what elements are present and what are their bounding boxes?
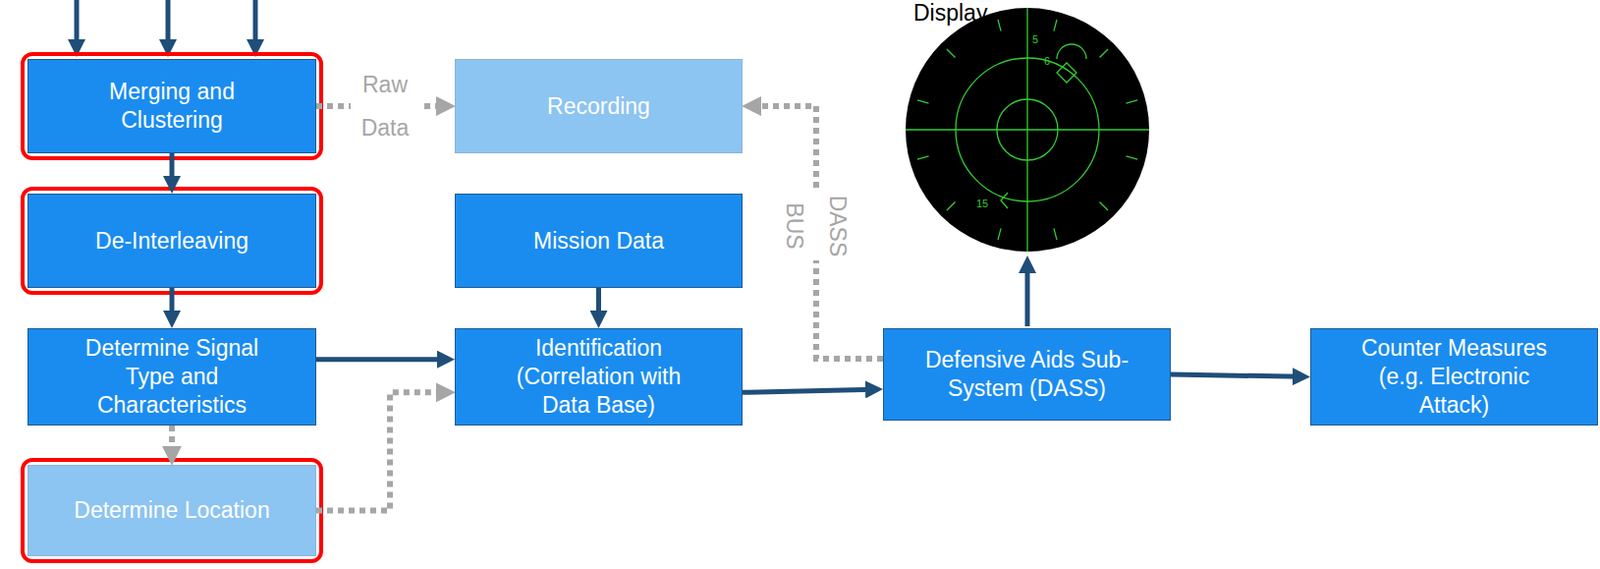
flow-arrow	[596, 287, 602, 321]
process-box: Defensive Aids Sub-System (DASS)	[882, 328, 1171, 421]
process-box: De-Interleaving	[27, 193, 317, 288]
display-graticule	[905, 7, 1150, 252]
flow-arrow	[169, 153, 175, 186]
tick-mark	[997, 227, 1001, 240]
flow-arrow	[169, 287, 175, 321]
display-screen	[905, 7, 1150, 252]
flow-arrow	[1170, 374, 1303, 377]
highlight-outline	[22, 459, 322, 561]
tick-mark	[1100, 202, 1108, 211]
process-box: Recording	[454, 58, 743, 154]
tick-mark	[917, 156, 930, 160]
callout-number: 5	[1032, 33, 1039, 46]
tick-mark	[946, 49, 955, 57]
callout-number: 6	[1044, 55, 1050, 67]
process-box: Mission Data	[454, 193, 743, 288]
edge-label: DASS BUS	[772, 191, 860, 261]
tick-mark	[917, 100, 930, 104]
tick-mark	[1053, 227, 1057, 240]
box-label: Recording	[547, 92, 651, 121]
input-arrow	[165, 0, 171, 50]
process-box: Counter Measures (e.g. Electronic Attack…	[1310, 328, 1599, 426]
box-label: Determine Signal Type and Characteristic…	[71, 333, 274, 419]
process-box: Merging and Clustering	[27, 58, 317, 154]
edge-label: Raw Data	[350, 62, 420, 150]
box-label: Merging and Clustering	[83, 77, 261, 135]
box-label: De-Interleaving	[95, 226, 249, 256]
display-arrow	[1025, 263, 1031, 327]
process-box: Determine Signal Type and Characteristic…	[27, 328, 317, 426]
box-label: Defensive Aids Sub-System (DASS)	[909, 345, 1146, 403]
data-bus-arrow	[168, 425, 175, 457]
input-arrow	[74, 0, 80, 50]
highlight-outline	[22, 188, 322, 293]
process-box: Identification (Correlation with Data Ba…	[454, 328, 743, 426]
data-bus-arrow	[750, 106, 883, 359]
tick-mark	[1125, 100, 1138, 104]
box-label: Identification (Correlation with Data Ba…	[496, 333, 703, 419]
process-box: Determine Location	[27, 464, 317, 556]
threat-symbol	[1056, 44, 1087, 59]
data-bus-arrow	[316, 391, 447, 510]
tick-mark	[1125, 156, 1138, 160]
tick-mark	[997, 19, 1001, 32]
input-arrow	[253, 0, 259, 50]
box-label: Counter Measures (e.g. Electronic Attack…	[1348, 333, 1560, 419]
box-label: Determine Location	[73, 496, 270, 525]
tick-mark	[1053, 19, 1057, 32]
flow-arrow	[316, 356, 447, 362]
tick-mark	[946, 202, 955, 211]
highlight-outline	[22, 54, 322, 159]
flow-arrow	[742, 388, 876, 392]
callout-number: 15	[976, 197, 989, 210]
box-label: Mission Data	[533, 226, 664, 256]
display-title: Display	[913, 0, 988, 27]
tick-mark	[1100, 49, 1108, 57]
threat-symbol	[1000, 192, 1008, 209]
threat-symbol	[1056, 62, 1077, 83]
